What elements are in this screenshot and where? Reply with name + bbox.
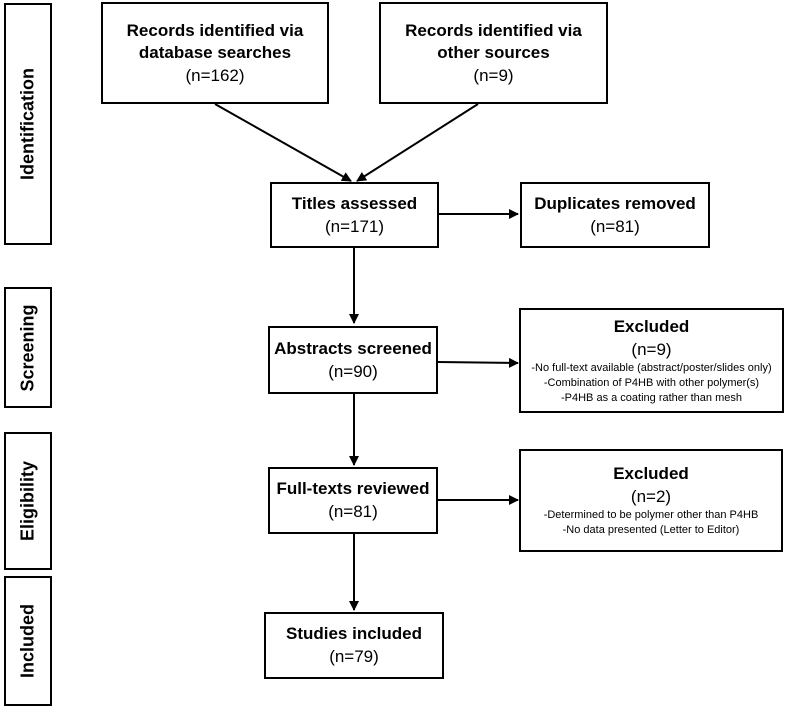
box-studies-included-title: Studies included: [285, 624, 423, 643]
box-excluded-eligibility-title: Excluded: [613, 464, 689, 483]
box-titles-assessed: Titles assessed (n=171): [270, 182, 439, 248]
stage-screening: Screening: [4, 287, 52, 408]
arrow-other-to-titles: [356, 103, 479, 182]
arrow-db-to-titles: [214, 103, 352, 182]
arrow-abstracts-to-excluded: [437, 357, 519, 368]
box-duplicates-removed: Duplicates removed (n=81): [520, 182, 710, 248]
box-database-searches: Records identified via database searches…: [101, 2, 329, 104]
box-abstracts-screened-title: Abstracts screened: [274, 338, 432, 358]
box-excluded-screening-count: (n=9): [631, 339, 672, 359]
box-database-searches-count: (n=162): [185, 65, 245, 85]
box-excluded-eligibility: Excluded (n=2) -Determined to be polymer…: [519, 449, 783, 552]
box-other-sources-title-2: other sources: [437, 42, 550, 62]
box-fulltexts-reviewed: Full-texts reviewed (n=81): [268, 467, 438, 534]
box-duplicates-removed-title: Duplicates removed: [534, 193, 696, 213]
box-excluded-screening-title: Excluded: [613, 316, 690, 336]
box-duplicates-removed-count: (n=81): [590, 216, 640, 236]
box-other-sources-title-1: Records identified via: [405, 20, 582, 40]
box-studies-included-count: (n=79): [329, 647, 379, 666]
box-excluded-eligibility-reason: -Determined to be polymer other than P4H…: [543, 509, 759, 521]
box-other-sources: Records identified via other sources (n=…: [379, 2, 608, 104]
stage-eligibility: Eligibility: [4, 432, 52, 570]
box-titles-assessed-count: (n=171): [324, 216, 385, 236]
box-database-searches-title-2: database searches: [138, 42, 292, 62]
stage-included: Included: [4, 576, 52, 706]
box-excluded-screening-reason: -Combination of P4HB with other polymer(…: [543, 376, 760, 389]
box-excluded-screening: Excluded (n=9) -No full-text available (…: [519, 308, 784, 413]
box-database-searches-title-1: Records identified via: [126, 20, 304, 40]
box-excluded-screening-reason: -P4HB as a coating rather than mesh: [561, 391, 742, 404]
box-fulltexts-reviewed-title: Full-texts reviewed: [276, 479, 430, 498]
box-abstracts-screened-count: (n=90): [328, 361, 378, 381]
box-excluded-eligibility-count: (n=2): [630, 487, 672, 506]
box-excluded-screening-reason: -No full-text available (abstract/poster…: [531, 361, 772, 374]
stage-identification: Identification: [4, 3, 52, 245]
box-studies-included: Studies included (n=79): [264, 612, 444, 679]
box-abstracts-screened: Abstracts screened (n=90): [268, 326, 438, 394]
box-excluded-eligibility-reason: -No data presented (Letter to Editor): [562, 524, 740, 536]
box-other-sources-count: (n=9): [473, 65, 514, 85]
box-fulltexts-reviewed-count: (n=81): [328, 502, 378, 521]
box-titles-assessed-title: Titles assessed: [291, 193, 418, 213]
